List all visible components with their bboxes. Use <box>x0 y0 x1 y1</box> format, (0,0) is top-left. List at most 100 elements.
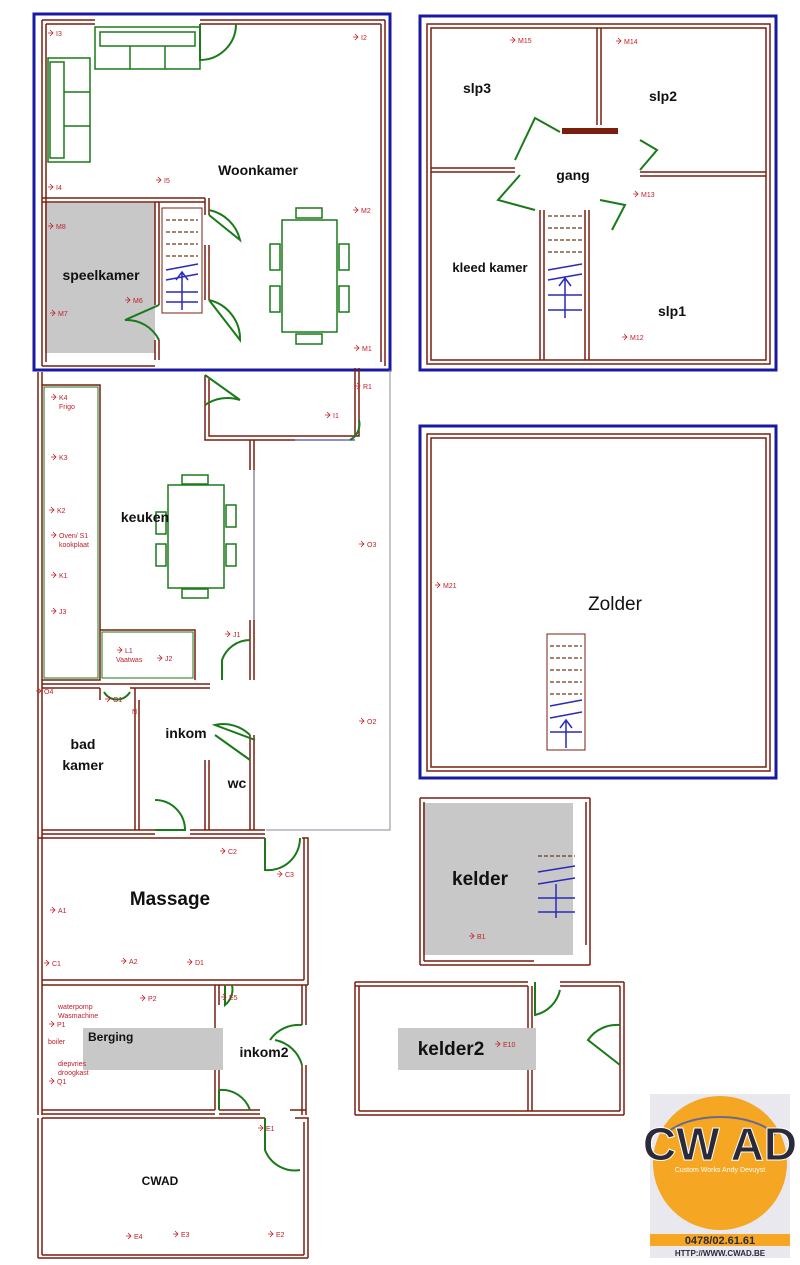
socket-M2: M2 <box>361 208 371 215</box>
socket-L1: L1 <box>125 648 133 655</box>
socket-symbol <box>633 190 639 198</box>
door-massage <box>264 837 302 872</box>
inkom-south-wall <box>42 829 265 835</box>
socket-O4: O4 <box>44 689 53 696</box>
socket-M14: M14 <box>624 39 638 46</box>
kelder2-area <box>398 1028 536 1070</box>
room-label-speelkamer: speelkamer <box>62 267 140 283</box>
massage-walls <box>38 837 309 986</box>
dining-table-woonkamer <box>281 219 338 333</box>
socket-N: N <box>132 709 137 716</box>
socket-E4: E4 <box>134 1234 143 1241</box>
socket-I4: I4 <box>56 185 62 192</box>
socket-R1: R1 <box>363 384 372 391</box>
door-woonkamer-bottom <box>208 299 242 343</box>
socket-oven: Oven/ S1 <box>59 533 88 540</box>
logo-phone: 0478/02.61.61 <box>685 1235 755 1247</box>
socket-O2: O2 <box>367 719 376 726</box>
socket-symbol <box>49 1020 55 1028</box>
socket-symbol <box>359 540 365 548</box>
gang-doors <box>496 116 659 231</box>
room-label-slp1: slp1 <box>658 303 686 319</box>
socket-C3: C3 <box>285 872 294 879</box>
socket-C1: C1 <box>52 961 61 968</box>
socket-E3: E3 <box>181 1232 190 1239</box>
socket-symbol <box>48 183 54 191</box>
socket-Q1: Q1 <box>57 1079 66 1086</box>
socket-I1: I1 <box>333 413 339 420</box>
logo-circle <box>653 1096 787 1230</box>
cwad-room-walls <box>37 1117 309 1259</box>
woonkamer-walls-inner <box>45 23 382 362</box>
socket-symbol <box>355 382 361 390</box>
socket-symbol <box>187 958 193 966</box>
socket-E1: E1 <box>266 1126 275 1133</box>
socket-M8: M8 <box>56 224 66 231</box>
socket-I5: I5 <box>164 178 170 185</box>
socket-I3: I3 <box>56 31 62 38</box>
hall-wall-east <box>249 440 255 830</box>
socket-symbol <box>469 932 475 940</box>
speelkamer-floor <box>45 203 155 353</box>
socket-E10: E10 <box>503 1042 516 1049</box>
room-label-zolder: Zolder <box>588 594 643 615</box>
sofa-top-back <box>99 31 196 47</box>
socket-symbol <box>140 994 146 1002</box>
socket-symbol <box>221 993 227 1001</box>
room-label-inkom2: inkom2 <box>239 1044 288 1060</box>
woonkamer-walls <box>41 19 386 367</box>
room-label-kleed-kamer: kleed kamer <box>452 260 527 275</box>
first-floor-outline <box>418 14 778 372</box>
socket-markers: I3 I2 I4 I5 M2 M8 M6 M7 M1 R1 I1 K4 Frig… <box>36 29 655 1241</box>
socket-A2: A2 <box>129 959 138 966</box>
socket-O3: O3 <box>367 542 376 549</box>
door-stair <box>208 209 242 243</box>
bad-walls <box>99 688 140 830</box>
socket-symbol <box>495 1040 501 1048</box>
stairs-first <box>547 215 583 318</box>
socket-symbol <box>51 571 57 579</box>
socket-M7: M7 <box>58 311 68 318</box>
dining-table-keuken <box>167 484 225 589</box>
room-label-berging: Berging <box>88 1030 133 1044</box>
socket-frigo: Frigo <box>59 404 75 411</box>
stair-walls <box>204 198 210 300</box>
socket-symbol <box>121 957 127 965</box>
socket-C2: C2 <box>228 849 237 856</box>
socket-symbol <box>49 1077 55 1085</box>
logo-url: HTTP://WWW.CWAD.BE <box>675 1249 766 1258</box>
zolder-walls <box>426 433 771 772</box>
socket-symbol <box>156 176 162 184</box>
room-label-slp3: slp3 <box>463 80 491 96</box>
socket-symbol <box>157 654 163 662</box>
socket-I2: I2 <box>361 35 367 42</box>
zolder-outline <box>418 424 778 780</box>
socket-symbol <box>51 453 57 461</box>
socket-symbol <box>622 333 628 341</box>
socket-vaatwas: Vaatwas <box>116 657 143 664</box>
socket-J3: J3 <box>59 609 67 616</box>
door-speelkamer <box>124 304 160 341</box>
socket-symbol <box>48 222 54 230</box>
room-label-cwad: CWAD <box>142 1174 179 1188</box>
door-woonkamer-top <box>199 23 237 62</box>
socket-E2: E2 <box>276 1232 285 1239</box>
socket-symbol <box>44 959 50 967</box>
hall-wall-right <box>295 368 360 437</box>
socket-symbol <box>50 906 56 914</box>
stairs-kelder <box>537 855 576 918</box>
socket-M15: M15 <box>518 38 532 45</box>
socket-symbol <box>277 870 283 878</box>
socket-symbol <box>616 37 622 45</box>
logo-letters: CW AD <box>643 1118 797 1170</box>
kelder-floor <box>423 803 573 955</box>
socket-M21: M21 <box>443 583 457 590</box>
hall-wall-top <box>204 375 295 441</box>
room-label-kelder2: kelder2 <box>418 1039 485 1060</box>
socket-boiler: boiler <box>48 1039 66 1046</box>
door-keuken <box>204 374 241 406</box>
socket-symbol <box>325 411 331 419</box>
socket-symbol <box>51 531 57 539</box>
socket-symbol <box>353 206 359 214</box>
socket-wasmachine: Wasmachine <box>58 1013 98 1020</box>
